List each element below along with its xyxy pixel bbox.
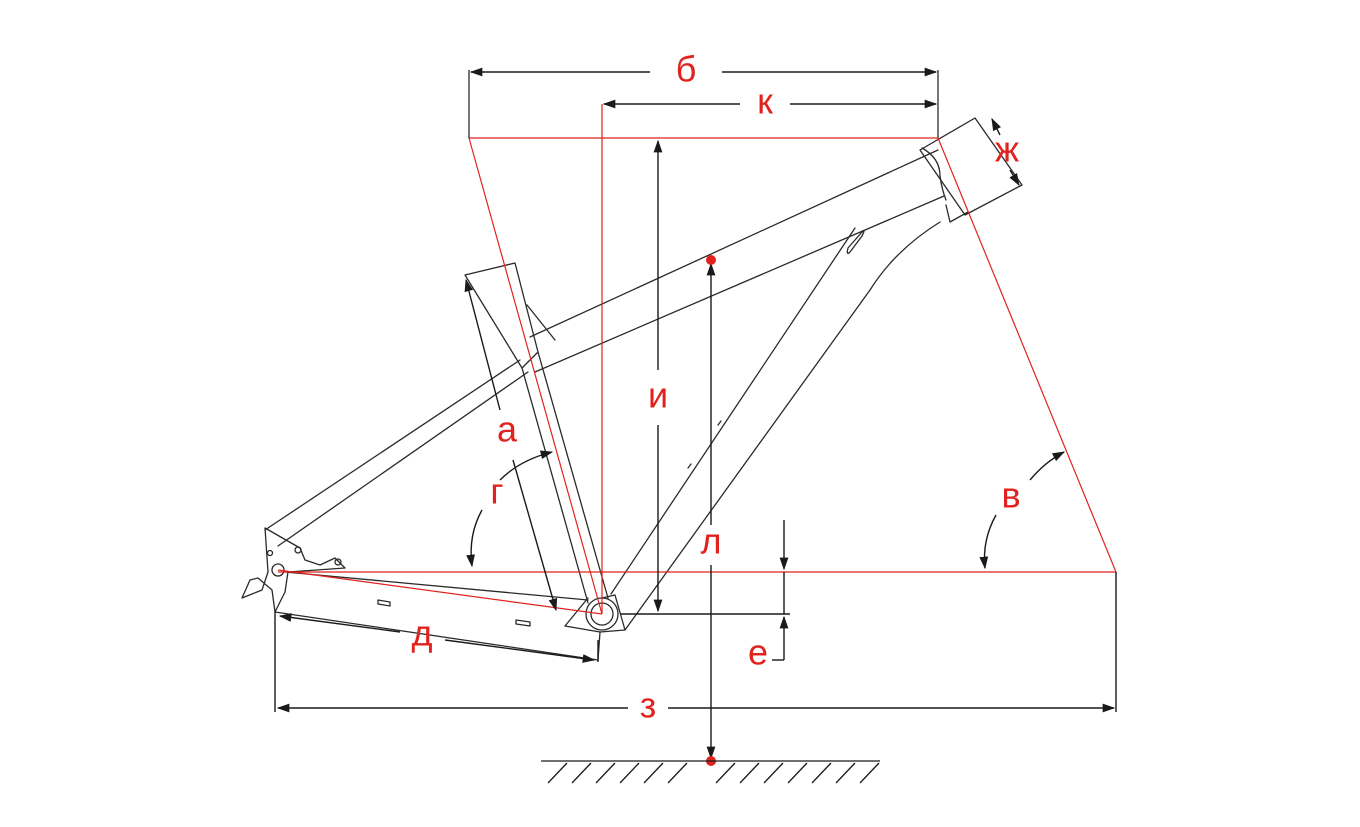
label-b: б [676,49,697,90]
dim-d-right [444,639,596,663]
top-tube [529,149,945,373]
dim-d-left [278,613,401,633]
ground-hatching [541,760,880,784]
dim-v-arc-lower [979,514,997,570]
top-tube-head-joint [921,147,947,201]
dim-a-up [464,278,501,411]
label-l: л [700,521,721,562]
geometry-lines [277,70,1117,615]
standover-top-point [706,255,716,265]
label-i: и [648,375,668,416]
chain-stays [274,571,601,661]
label-v: в [1001,475,1020,516]
rear-axle [271,563,285,577]
dim-g-arc-upper [499,450,554,481]
rear-dropout [241,527,346,613]
down-tube-cable-port [846,230,865,254]
down-tube [610,221,941,631]
seat-tube-gusset [526,304,556,341]
dim-a-down [512,459,558,612]
chainstay-axis [277,569,603,615]
seat-stays [264,359,529,547]
down-tube-bottle-bosses [687,420,722,469]
label-a: а [497,409,518,450]
dimensions [274,67,1117,760]
head-tube [919,117,1023,216]
dim-zh-bottom [1009,169,1020,187]
dim-g-arc-lower [466,509,483,568]
frame-outline [241,117,1023,661]
label-d: д [411,613,432,654]
label-e: е [748,632,768,673]
label-g: г [490,471,503,512]
label-z: з [640,685,657,726]
head-tube-lower-cup [945,204,969,223]
chainstay-bosses [377,599,531,627]
dim-v-arc-upper [1029,451,1066,481]
dimension-labels: б к ж и а г в л д е з [411,49,1020,726]
seat-tube [464,262,609,604]
label-k: к [757,81,773,122]
dropout-bolt-1 [266,549,274,557]
dropout-bolt-3 [334,558,342,566]
bottom-bracket-shell [564,594,626,633]
seat-tube-axis [468,137,603,615]
head-tube-axis [937,137,1117,573]
label-zh: ж [995,129,1019,170]
dropout-bolt-2 [294,546,302,554]
dim-zh-top [991,117,1002,136]
